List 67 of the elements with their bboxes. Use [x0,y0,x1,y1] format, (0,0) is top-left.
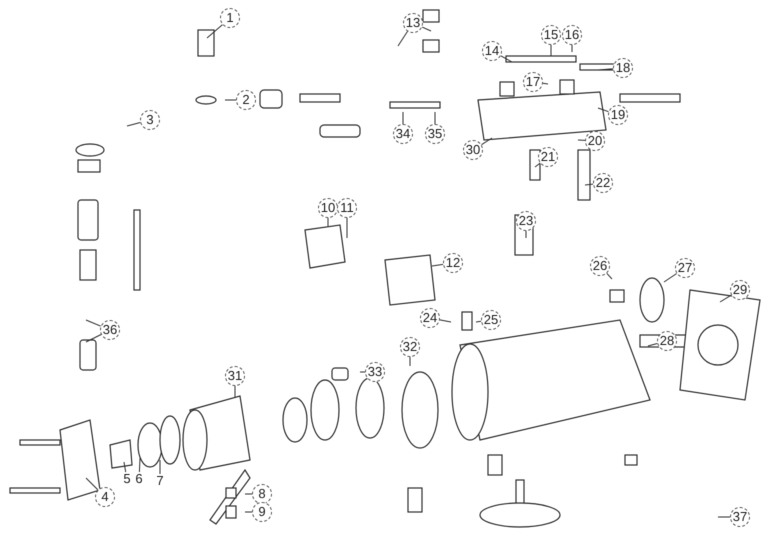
callout-number: 10 [318,198,338,218]
leader-line [481,138,492,146]
callout-number: 34 [393,124,413,144]
callout-number: 24 [420,308,440,328]
leader-line [138,458,140,472]
leader-line [648,343,658,346]
leader-line [720,294,732,302]
callout-number: 2 [236,90,256,110]
leader-line [439,319,452,322]
leader-line [664,273,678,282]
leader-line [422,26,432,32]
callout-number: 33 [365,362,385,382]
callout-number: 20 [585,131,605,151]
callout-number: 1 [220,8,240,28]
leader-line [476,320,482,322]
leader-line [86,478,98,490]
callout-number: 36 [100,320,120,340]
callout-number: 25 [481,310,501,330]
callout-number: 28 [657,331,677,351]
callout-number: 35 [425,124,445,144]
callout-number: 9 [252,502,272,522]
callout-number: 11 [337,198,357,218]
leader-line [432,264,444,266]
callout-number: 16 [562,25,582,45]
leader-line [584,184,594,186]
callout-number: 7 [154,472,166,492]
callout-number: 14 [482,41,502,61]
leader-line [402,112,404,124]
callout-number: 5 [121,470,133,490]
leader-line [598,108,610,112]
callout-number: 18 [613,58,633,78]
leader-line [578,140,586,141]
callout-number: 31 [225,366,245,386]
leader-line [500,55,512,62]
callout-number: 8 [252,484,272,504]
callout-number: 37 [730,507,750,527]
callout-number: 22 [593,173,613,193]
callout-number: 4 [95,487,115,507]
callout-number: 12 [443,253,463,273]
leader-line [606,272,612,280]
leader-line [206,24,223,38]
leader-line [124,462,126,473]
callout-number: 3 [140,110,160,130]
callout-number: 30 [463,140,483,160]
callout-number: 13 [403,13,423,33]
callout-number: 27 [675,258,695,278]
callout-number: 21 [538,147,558,167]
leader-line [346,218,348,238]
leader-line [126,122,141,126]
leader-line [234,386,236,398]
callout-number: 19 [608,105,628,125]
leader-line [86,320,102,327]
leader-line [434,112,436,124]
leader-line [598,68,614,70]
callout-number: 23 [516,211,536,231]
callout-number: 6 [133,470,145,490]
leader-line [718,516,730,518]
callout-number: 29 [730,280,750,300]
callout-number: 15 [541,25,561,45]
callout-number: 26 [590,256,610,276]
leader-line [86,334,102,342]
callout-number: 32 [400,337,420,357]
callout-number: 17 [523,72,543,92]
leader-line [398,30,408,46]
leader-line [550,44,552,56]
leader-line [542,82,548,84]
leader-line [534,162,541,168]
